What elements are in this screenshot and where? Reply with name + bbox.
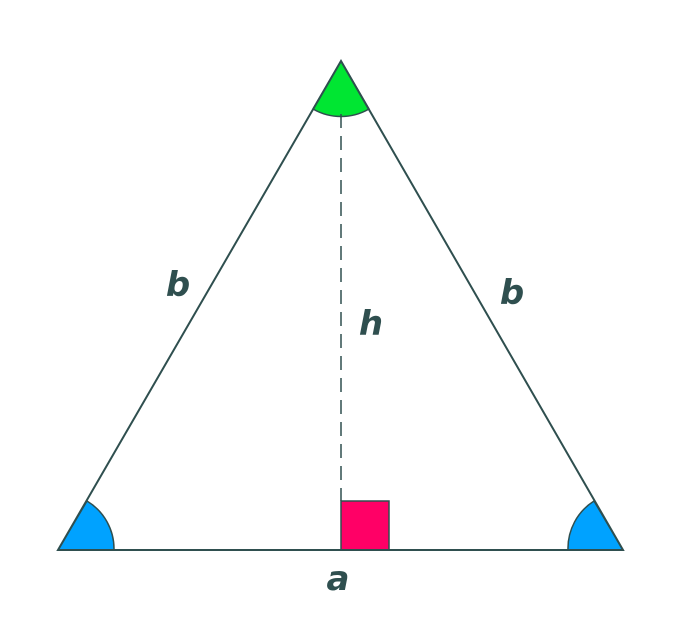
right-side-label: b <box>500 273 524 313</box>
triangle-outline <box>56 59 625 551</box>
base-left-angle-marker <box>56 499 115 551</box>
base-right-angle-marker <box>567 499 625 551</box>
apex-angle-marker <box>311 59 371 118</box>
right-angle-marker <box>340 500 390 551</box>
height-label: h <box>359 304 383 344</box>
base-label: a <box>327 559 350 599</box>
left-side-label: b <box>166 265 190 305</box>
